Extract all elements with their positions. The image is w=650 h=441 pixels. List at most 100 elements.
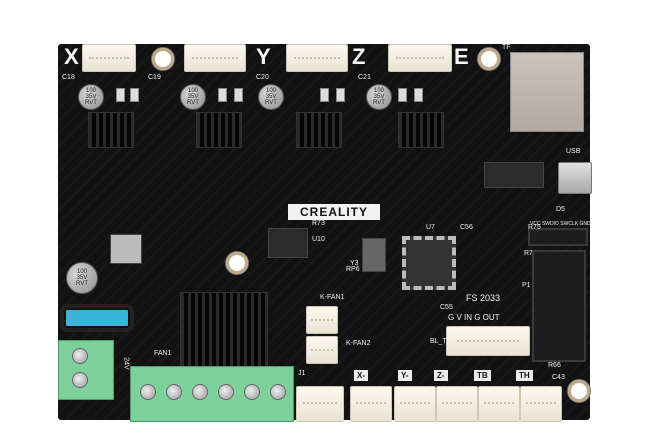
cap-value: 100 [187,88,198,94]
capacitor: 100 35V RVT [366,84,392,110]
inductor [110,234,142,264]
resistor [398,88,407,102]
driver-heatsink [196,112,242,148]
hotend-thermistor-connector [520,386,562,422]
blade-fuse [64,308,130,328]
ref-c55: C55 [440,304,453,311]
driver-heatsink [296,112,342,148]
stepper-connector-x [82,44,136,72]
mcu-chip [402,236,456,290]
usb-port [558,162,592,194]
terminal-screw[interactable] [192,384,208,400]
extruder-connector [388,44,452,72]
cap-brand: RVT [85,100,97,106]
kfan2-connector [306,336,338,364]
ref-c18: C18 [62,74,75,81]
terminal-screw[interactable] [140,384,156,400]
ref-rp6: RP6 [346,266,360,273]
ref-u7: U7 [426,224,435,231]
bltouch-pins-label: G V IN G OUT [448,313,500,322]
cap-voltage: 35V [373,94,385,100]
kfan1-connector [306,306,338,334]
cap-voltage: 35V [85,94,97,100]
thermistor-label-th: TH [516,370,533,381]
mounting-hole [152,48,174,70]
cap-value: 100 [265,88,276,94]
cap-voltage: 35V [265,94,277,100]
stepper-connector-y [184,44,246,72]
exp-header-p1 [532,250,586,362]
mounting-hole [568,380,590,402]
capacitor: 100 35V RVT [78,84,104,110]
tf-label: TF [502,44,511,51]
ref-r73: R73 [312,220,325,227]
mosfet-heatsink [180,292,268,368]
cap-brand: RVT [76,281,88,287]
cap-value: 100 [76,269,87,275]
resistor [414,88,423,102]
chip-u10 [268,228,308,258]
cap-value: 100 [373,88,384,94]
mainboard-pcb: X Y Z E TF C18 C19 C20 C21 100 35V RVT 1… [58,44,592,422]
axis-label-y: Y [256,44,271,69]
kfan1-label: K-FAN1 [320,294,345,301]
ref-c19: C19 [148,74,161,81]
terminal-screw[interactable] [72,372,88,388]
bed-thermistor-connector [478,386,520,422]
crystal-y3 [362,238,386,272]
resistor [320,88,329,102]
mounting-hole [226,252,248,274]
ref-r66: R66 [548,362,561,369]
terminal-screw[interactable] [72,348,88,364]
ref-c43: C43 [552,374,565,381]
cap-brand: RVT [187,100,199,106]
kfan2-label: K-FAN2 [346,340,371,347]
ref-c20: C20 [256,74,269,81]
sd-card-slot [510,52,584,132]
cap-voltage: 35V [76,275,88,281]
output-terminal-block[interactable] [130,366,294,422]
cap-brand: RVT [373,100,385,106]
cap-brand: RVT [265,100,277,106]
ref-p1: P1 [522,282,531,289]
bltouch-connector [446,326,530,356]
capacitor: 100 35V RVT [180,84,206,110]
axis-label-e: E [454,44,469,69]
cap-voltage: 35V [187,94,199,100]
connector-j1 [296,386,344,422]
isp-header [528,228,588,246]
driver-heatsink [398,112,444,148]
resistor [234,88,243,102]
terminal-screw[interactable] [218,384,234,400]
terminal-screw[interactable] [244,384,260,400]
terminal-screw[interactable] [166,384,182,400]
thermistor-label-tb: TB [474,370,491,381]
z-endstop-connector [436,386,478,422]
brand-logo: CREALITY [288,204,380,220]
resistor [116,88,125,102]
x-endstop-connector [350,386,392,422]
ref-d5: D5 [556,206,565,213]
ref-y3: Y3 [350,260,359,267]
endstop-label-z: Z- [434,370,448,381]
usb-label: USB [566,148,581,155]
power-input-terminal[interactable] [58,340,114,400]
ref-j1: J1 [298,370,306,377]
ref-u10: U10 [312,236,325,243]
usb-serial-chip [484,162,544,188]
capacitor: 100 35V RVT [66,262,98,294]
endstop-label-x: X- [354,370,368,381]
ref-r75: R75 [528,224,541,231]
y-endstop-connector [394,386,436,422]
ref-r74: R74 [524,250,537,257]
terminal-screw[interactable] [270,384,286,400]
ref-c21: C21 [358,74,371,81]
cap-value: 100 [85,88,96,94]
isp-header-label: VCC SWDIO SWCLK GND [530,221,591,227]
axis-label-z: Z [352,44,366,69]
ref-c56: C56 [460,224,473,231]
resistor [130,88,139,102]
resistor [336,88,345,102]
axis-label-x: X [64,44,79,69]
mounting-hole [478,48,500,70]
